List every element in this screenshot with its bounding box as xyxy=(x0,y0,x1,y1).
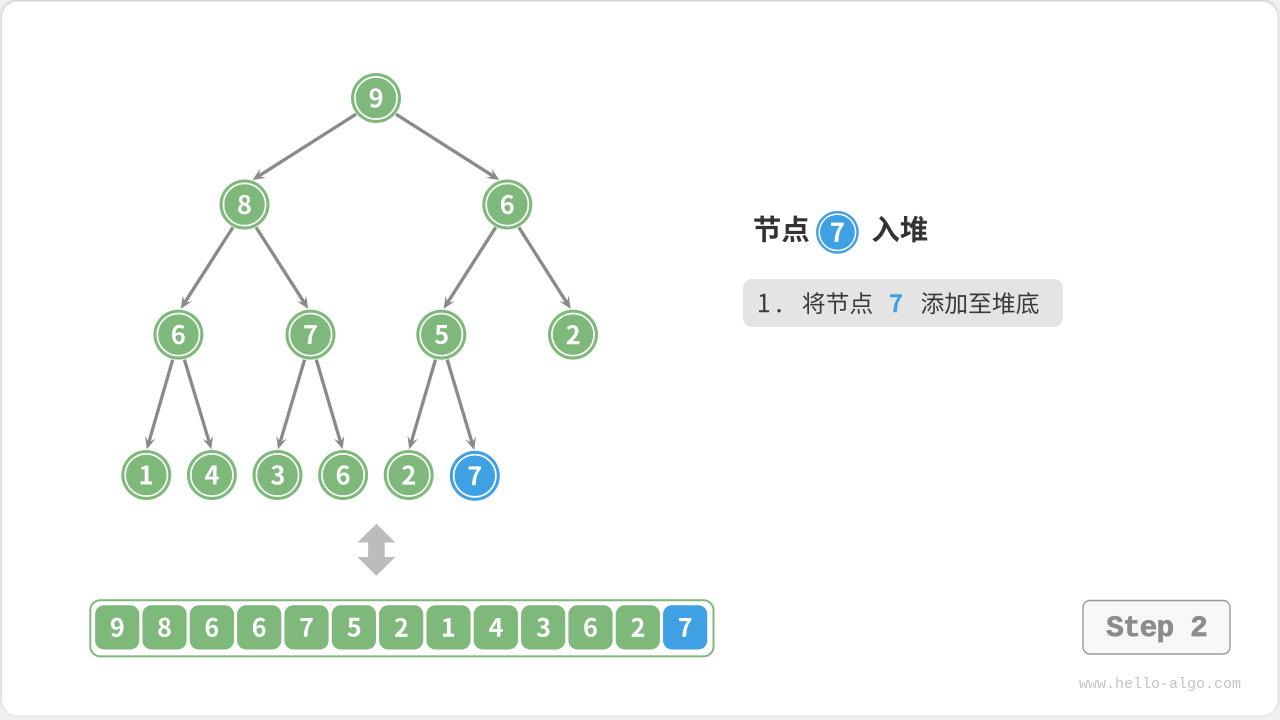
svg-text:Step 2: Step 2 xyxy=(1106,611,1207,645)
svg-text:www.hello-algo.com: www.hello-algo.com xyxy=(1079,676,1241,693)
